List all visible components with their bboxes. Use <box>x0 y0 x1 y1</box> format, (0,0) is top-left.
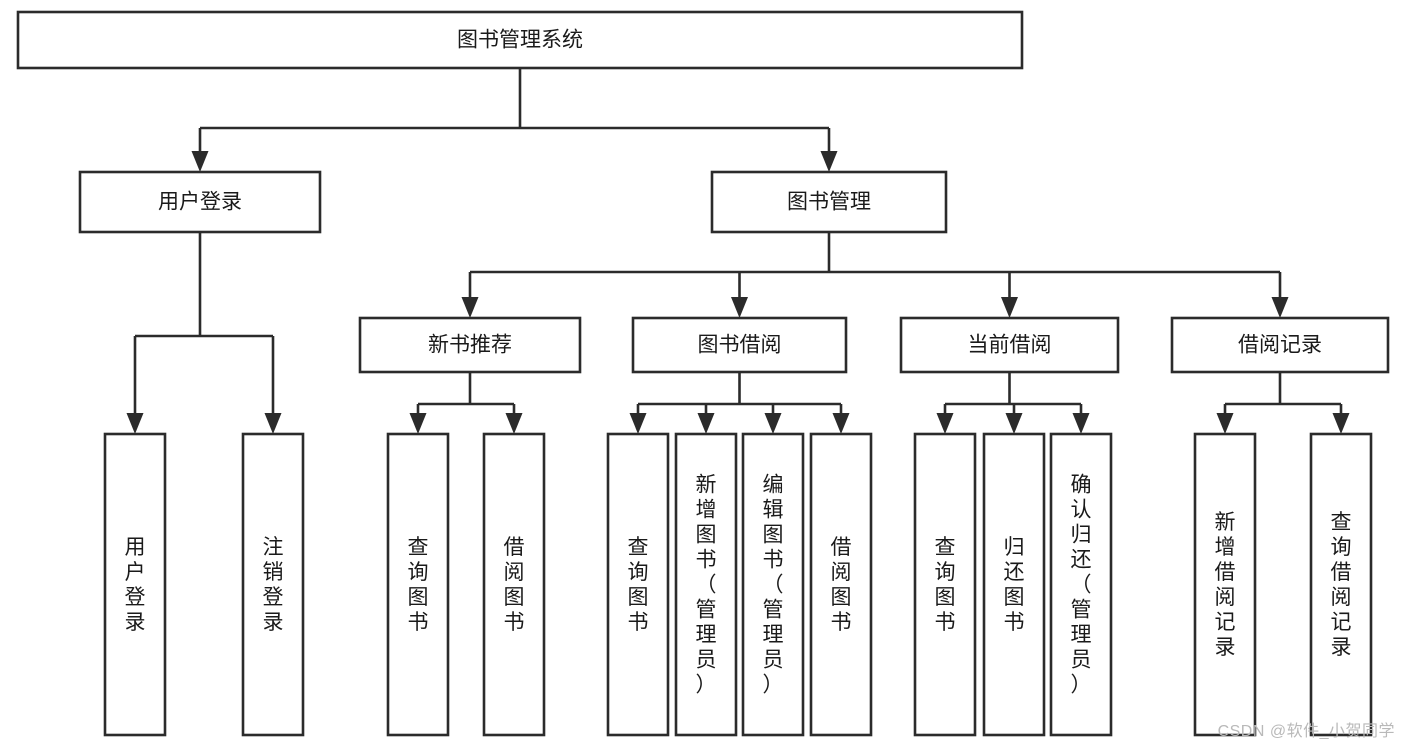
node-book-management[interactable]: 图书管理 <box>710 170 948 234</box>
node-label: 编辑图书（管理员） <box>763 474 784 697</box>
node-label: 借阅记录 <box>1238 334 1322 357</box>
node-bb-query-book[interactable]: 查询图书 <box>606 432 670 737</box>
node-box <box>103 432 167 737</box>
arrow-head-icon <box>1332 413 1350 434</box>
node-root[interactable]: 图书管理系统 <box>16 10 1024 70</box>
node-box <box>710 170 948 234</box>
arrow-head-icon <box>1005 413 1023 434</box>
arrow-head-icon <box>764 413 782 434</box>
arrow-head-icon <box>126 413 144 434</box>
arrow-head-icon <box>264 413 282 434</box>
node-box <box>606 432 670 737</box>
node-br-query-record[interactable]: 查询借阅记录 <box>1309 432 1373 737</box>
node-book-borrow[interactable]: 图书借阅 <box>631 316 848 374</box>
node-box <box>913 432 977 737</box>
node-label: 图书管理 <box>787 191 871 214</box>
arrow-head-icon <box>820 151 838 172</box>
node-box <box>386 432 450 737</box>
watermark-text: CSDN @软件_小贺同学 <box>1217 723 1395 740</box>
node-nbr-query-book[interactable]: 查询图书 <box>386 432 450 737</box>
node-label: 查询图书 <box>628 536 649 634</box>
connector-layer <box>126 68 1350 434</box>
node-label: 确认归还（管理员） <box>1071 474 1092 697</box>
node-box <box>631 316 848 374</box>
node-bb-edit-book[interactable]: 编辑图书（管理员） <box>741 432 805 737</box>
node-bb-borrow-book[interactable]: 借阅图书 <box>809 432 873 737</box>
node-new-book-recommend[interactable]: 新书推荐 <box>358 316 582 374</box>
node-label: 借阅图书 <box>504 536 525 634</box>
arrow-head-icon <box>697 413 715 434</box>
arrow-head-icon <box>731 297 748 318</box>
node-label: 用户登录 <box>158 191 242 214</box>
node-box <box>241 432 305 737</box>
node-box <box>741 432 805 737</box>
arrow-head-icon <box>191 151 209 172</box>
node-nbr-borrow-book[interactable]: 借阅图书 <box>482 432 546 737</box>
node-cb-return-book[interactable]: 归还图书 <box>982 432 1046 737</box>
node-cb-confirm-return[interactable]: 确认归还（管理员） <box>1049 432 1113 737</box>
node-user-login[interactable]: 用户登录 <box>78 170 322 234</box>
node-cb-query-book[interactable]: 查询图书 <box>913 432 977 737</box>
arrow-head-icon <box>1271 297 1289 318</box>
node-label: 注销登录 <box>263 536 284 634</box>
node-label: 图书借阅 <box>698 334 782 357</box>
node-user-logout[interactable]: 注销登录 <box>241 432 305 737</box>
arrow-head-icon <box>629 413 647 434</box>
node-box <box>482 432 546 737</box>
node-label: 借阅图书 <box>831 536 852 634</box>
node-box <box>16 10 1024 70</box>
node-label: 查询借阅记录 <box>1331 511 1352 659</box>
arrow-head-icon <box>832 413 850 434</box>
node-box <box>78 170 322 234</box>
arrow-head-icon <box>461 297 479 318</box>
node-box <box>674 432 738 737</box>
node-user-login-do[interactable]: 用户登录 <box>103 432 167 737</box>
arrow-head-icon <box>1216 413 1234 434</box>
arrow-head-icon <box>505 413 523 434</box>
node-br-add-record[interactable]: 新增借阅记录 <box>1193 432 1257 737</box>
node-label: 用户登录 <box>125 536 146 634</box>
node-box <box>1193 432 1257 737</box>
node-borrow-record[interactable]: 借阅记录 <box>1170 316 1390 374</box>
node-label: 查询图书 <box>935 536 956 634</box>
node-bb-add-book[interactable]: 新增图书（管理员） <box>674 432 738 737</box>
node-label: 新书推荐 <box>428 334 512 357</box>
node-box <box>1049 432 1113 737</box>
node-label: 当前借阅 <box>968 334 1052 357</box>
node-layer: 图书管理系统用户登录用户登录注销登录图书管理新书推荐查询图书借阅图书图书借阅查询… <box>16 10 1390 737</box>
node-label: 归还图书 <box>1004 536 1025 634</box>
node-box <box>1309 432 1373 737</box>
arrow-head-icon <box>1001 297 1018 318</box>
node-label: 查询图书 <box>408 536 429 634</box>
node-box <box>1170 316 1390 374</box>
node-box <box>982 432 1046 737</box>
node-label: 图书管理系统 <box>457 29 583 52</box>
node-box <box>809 432 873 737</box>
arrow-head-icon <box>1072 413 1090 434</box>
node-current-borrow[interactable]: 当前借阅 <box>899 316 1120 374</box>
arrow-head-icon <box>936 413 954 434</box>
node-label: 新增图书（管理员） <box>696 474 717 697</box>
arrow-head-icon <box>409 413 427 434</box>
node-box <box>899 316 1120 374</box>
node-label: 新增借阅记录 <box>1215 511 1236 659</box>
node-box <box>358 316 582 374</box>
